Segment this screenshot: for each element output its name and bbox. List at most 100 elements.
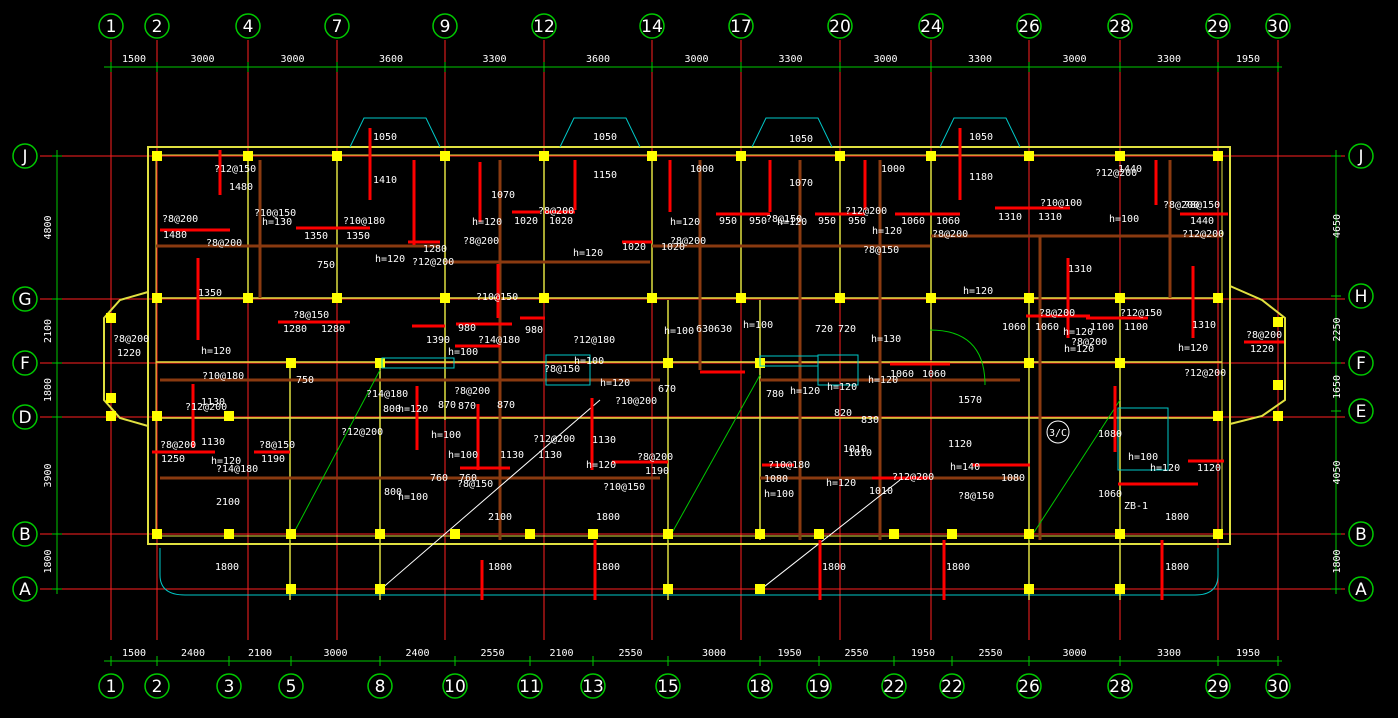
bottom-dim-13: 3000 xyxy=(1062,648,1086,659)
length-label-22: 1070 xyxy=(491,190,515,201)
rebar-spec-21: ?8@200 xyxy=(1163,200,1199,211)
slab-thickness-27: h=120 xyxy=(1064,344,1094,355)
bay-left xyxy=(103,291,149,427)
rebar-spec-17: ?8@150 xyxy=(863,245,899,256)
length-label-50: 1310 xyxy=(1068,264,1092,275)
column-54 xyxy=(106,411,116,421)
length-label-71: 870 xyxy=(497,400,515,411)
length-label-11: 1190 xyxy=(261,454,285,465)
column-58 xyxy=(1273,380,1283,390)
left-axis-bubble-2-label: F xyxy=(20,354,30,374)
left-dim-1: 2100 xyxy=(43,319,54,343)
length-label-73: 670 xyxy=(658,384,676,395)
bottom-axis-bubble-15-circle xyxy=(1205,673,1231,699)
slab-thickness-14: h=120 xyxy=(586,460,616,471)
top-axis-bubble-12-label: 29 xyxy=(1207,17,1229,37)
left-axis-bubble-2-circle xyxy=(12,350,38,376)
bottom-axis-bubble-16-circle xyxy=(1265,673,1291,699)
top-axis-bubble-7-label: 17 xyxy=(730,17,752,37)
column-18 xyxy=(1024,151,1034,161)
column-57 xyxy=(1273,317,1283,327)
bottom-axis-bubble-2-circle xyxy=(216,673,242,699)
top-dim-0: 1500 xyxy=(122,54,146,65)
slab-thickness-29: h=130 xyxy=(871,334,901,345)
length-label-18: 1390 xyxy=(426,335,450,346)
rebar-spec-3: ?10@180 xyxy=(343,216,385,227)
top-axis-bubble-13-label: 30 xyxy=(1267,17,1289,37)
top-axis-bubble-5-label: 12 xyxy=(533,17,555,37)
left-dim-3: 3900 xyxy=(43,463,54,487)
left-axis-bubble-0-circle xyxy=(12,143,38,169)
right-axis-bubble-1-label: H xyxy=(1355,287,1368,307)
rebar-spec-12: ?12@180 xyxy=(573,335,615,346)
top-dim-6: 3000 xyxy=(684,54,708,65)
length-label-76: 720 xyxy=(838,324,856,335)
length-label-58: 1010 xyxy=(869,486,893,497)
left-axis-bubble-1-label: G xyxy=(18,290,31,310)
slab-thickness-30: h=120 xyxy=(1063,327,1093,338)
length-label-25: 1150 xyxy=(593,170,617,181)
column-56 xyxy=(106,313,116,323)
right-dim-3: 4050 xyxy=(1332,460,1343,484)
top-dim-4: 3300 xyxy=(482,54,506,65)
bottom-axis-bubble-1-label: 2 xyxy=(152,677,163,697)
column-4 xyxy=(332,151,342,161)
length-label-65: 760 xyxy=(430,473,448,484)
column-1 xyxy=(152,293,162,303)
rebar-spec-33: ?8@150 xyxy=(259,440,295,451)
stair-line-0 xyxy=(289,369,381,541)
rebar-spec-13: ?10@200 xyxy=(615,396,657,407)
slab-thickness-22: h=100 xyxy=(448,450,478,461)
section-mark-text: 3/C xyxy=(1049,428,1067,439)
left-axis-bubble-4-label: B xyxy=(19,525,31,545)
slab-thickness-18: h=120 xyxy=(868,375,898,386)
slab-thickness-13: h=100 xyxy=(574,356,604,367)
cyan-box-2 xyxy=(381,357,455,369)
length-label-87: 1800 xyxy=(946,562,970,573)
rebar-spec-20: ?12@200 xyxy=(1095,168,1137,179)
bay-right xyxy=(1229,285,1286,425)
length-label-60: 1060 xyxy=(1098,489,1122,500)
length-label-72: 1130 xyxy=(592,435,616,446)
inner-wall xyxy=(155,154,1223,537)
top-axis-bubble-2-label: 4 xyxy=(243,17,254,37)
length-label-68: 800 xyxy=(384,487,402,498)
top-axis-bubble-9-circle xyxy=(918,13,944,39)
cyan-box-4 xyxy=(1117,407,1169,471)
slab-thickness-20: h=140 xyxy=(950,462,980,473)
bottom-dim-2: 2100 xyxy=(248,648,272,659)
length-label-53: 1060 xyxy=(922,369,946,380)
length-label-59: 1080 xyxy=(1001,473,1025,484)
top-dim-7: 3300 xyxy=(778,54,802,65)
right-axis-bubble-4-circle xyxy=(1348,521,1374,547)
right-dim-2: 1650 xyxy=(1332,375,1343,399)
cyan-box-3 xyxy=(759,355,819,367)
right-axis-bubble-1-circle xyxy=(1348,283,1374,309)
rebar-spec-26: ?8@200 xyxy=(1071,337,1107,348)
zb-label: ZB-1 xyxy=(1124,501,1148,512)
length-label-23: 1020 xyxy=(514,216,538,227)
slab-thickness-6: h=120 xyxy=(872,226,902,237)
bottom-axis-bubble-0-circle xyxy=(98,673,124,699)
right-dim-0: 4650 xyxy=(1332,214,1343,238)
rebar-spec-23: ?12@200 xyxy=(1182,229,1224,240)
length-label-63: 1130 xyxy=(500,450,524,461)
length-label-82: 2100 xyxy=(488,512,512,523)
column-31 xyxy=(663,529,673,539)
length-label-79: 830 xyxy=(861,415,879,426)
length-label-85: 1800 xyxy=(596,562,620,573)
top-axis-bubble-5-circle xyxy=(531,13,557,39)
column-19 xyxy=(1024,293,1034,303)
column-6 xyxy=(440,151,450,161)
column-55 xyxy=(1273,411,1283,421)
bottom-axis-bubble-12-label: 22 xyxy=(941,677,963,697)
bottom-dim-6: 2100 xyxy=(549,648,573,659)
length-label-8: 1250 xyxy=(161,454,185,465)
length-label-64: 1130 xyxy=(538,450,562,461)
top-axis-bubble-12-circle xyxy=(1205,13,1231,39)
bottom-dim-1: 2400 xyxy=(181,648,205,659)
rebar-spec-42: ?10@180 xyxy=(768,460,810,471)
bottom-dim-10: 2550 xyxy=(844,648,868,659)
length-label-2: 1350 xyxy=(304,231,328,242)
